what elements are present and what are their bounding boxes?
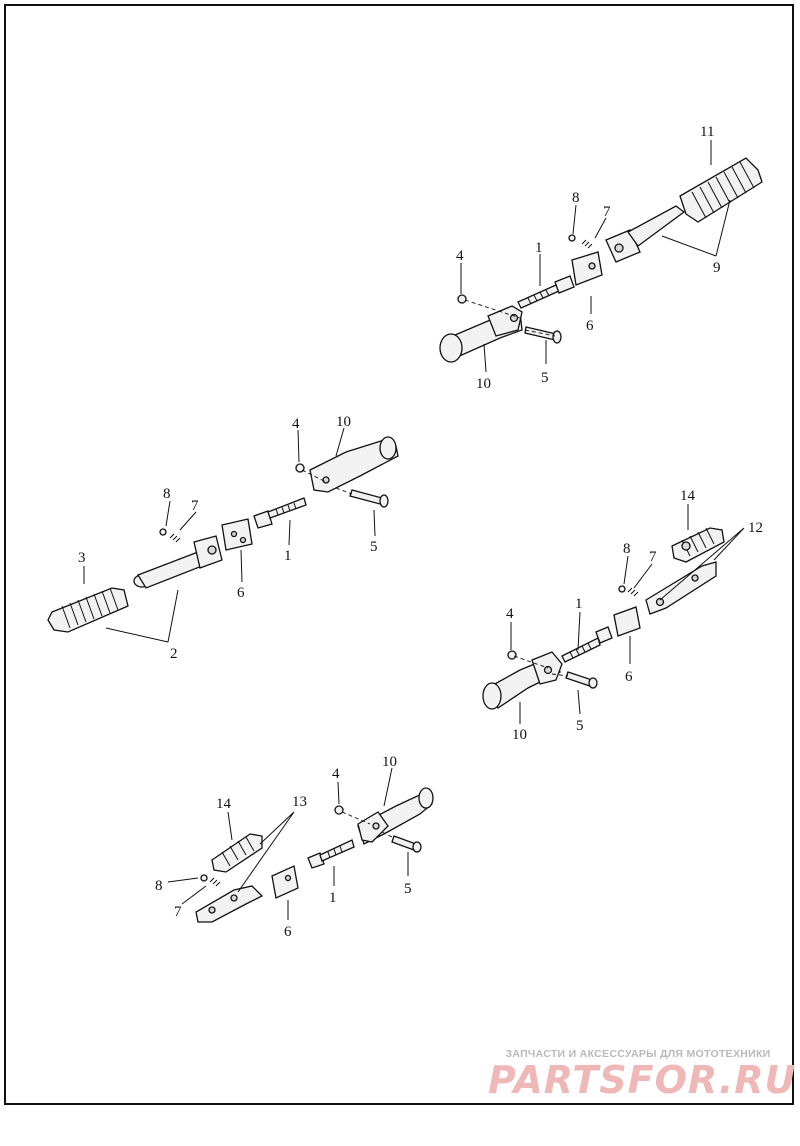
ball-d: [200, 874, 208, 882]
callout-5: 5: [404, 881, 412, 897]
callout-3: 3: [78, 550, 86, 566]
bolt-d: [307, 839, 355, 869]
callout-13: 13: [292, 794, 307, 810]
assembly-a: [439, 140, 763, 373]
spring-d: [209, 877, 221, 887]
callout-4: 4: [332, 766, 340, 782]
ball-b: [159, 528, 167, 536]
rubber-a: [679, 157, 763, 223]
callout-10: 10: [382, 754, 397, 770]
callout-4: 4: [456, 248, 464, 264]
callout-4: 4: [506, 606, 514, 622]
callout-7: 7: [174, 904, 182, 920]
rubber-c: [671, 527, 725, 563]
callout-14: 14: [216, 796, 232, 812]
callout-6: 6: [625, 669, 633, 685]
callout-1: 1: [535, 240, 543, 256]
pin-b: [349, 489, 389, 508]
footpeg-a: [605, 205, 686, 263]
peg-mount-c: [482, 651, 563, 710]
callout-12: 12: [748, 520, 763, 536]
peg-mount-a: [439, 305, 523, 363]
bolt-a: [517, 275, 575, 309]
callout-5: 5: [541, 370, 549, 386]
callout-8: 8: [163, 486, 171, 502]
footpeg-c: [645, 561, 717, 615]
assembly-c: [482, 504, 745, 724]
footpeg-b: [133, 535, 223, 589]
pin-d: [391, 835, 422, 853]
bolt-b: [253, 497, 307, 529]
callout-5: 5: [370, 539, 378, 555]
clip-a: [457, 294, 467, 304]
plate-d: [271, 865, 299, 899]
plate-b: [221, 518, 253, 551]
plate-c: [613, 606, 641, 637]
pin-c: [565, 671, 598, 689]
assembly-d: [167, 767, 434, 923]
callout-2: 2: [170, 646, 178, 662]
ball-a: [568, 234, 576, 242]
callout-1: 1: [329, 890, 337, 906]
callout-7: 7: [191, 498, 199, 514]
callout-11: 11: [700, 124, 714, 140]
ball-c: [618, 585, 626, 593]
callout-8: 8: [155, 878, 163, 894]
rubber-b: [47, 587, 129, 633]
callout-1: 1: [284, 548, 292, 564]
callout-labels: 1 4 8 7 11 9 6 5 10 8 7 4 10 3 2 6 1 5 4…: [78, 124, 763, 940]
watermark-logo: PARTSFOR.RU: [488, 1058, 797, 1102]
clip-c: [507, 650, 517, 660]
spring-c: [627, 587, 639, 597]
rubber-d: [211, 833, 263, 873]
spring-a: [581, 239, 593, 249]
pin-a: [524, 326, 562, 344]
footpeg-d: [195, 885, 264, 923]
callout-6: 6: [284, 924, 292, 940]
diagram-frame: [4, 4, 794, 1105]
callout-6: 6: [237, 585, 245, 601]
callout-4: 4: [292, 416, 300, 432]
watermark-tagline: ЗАПЧАСТИ И АКСЕССУАРЫ ДЛЯ МОТОТЕХНИКИ: [505, 1048, 771, 1060]
callout-8: 8: [572, 190, 580, 206]
callout-8: 8: [623, 541, 631, 557]
spring-b: [169, 533, 181, 543]
callout-14: 14: [680, 488, 696, 504]
clip-d: [334, 805, 344, 815]
peg-mount-b: [309, 436, 399, 493]
watermark: ЗАПЧАСТИ И АКСЕССУАРЫ ДЛЯ МОТОТЕХНИКИ PA…: [488, 1048, 797, 1102]
bolt-c: [561, 626, 613, 663]
callout-6: 6: [586, 318, 594, 334]
callout-10: 10: [336, 414, 351, 430]
plate-a: [571, 251, 603, 286]
assembly-b: [47, 427, 399, 643]
callout-9: 9: [713, 260, 721, 276]
callout-10: 10: [512, 727, 527, 743]
callout-10: 10: [476, 376, 491, 392]
callout-7: 7: [649, 549, 657, 565]
callout-5: 5: [576, 718, 584, 734]
peg-mount-d: [357, 787, 434, 845]
callout-1: 1: [575, 596, 583, 612]
callout-7: 7: [603, 204, 611, 220]
